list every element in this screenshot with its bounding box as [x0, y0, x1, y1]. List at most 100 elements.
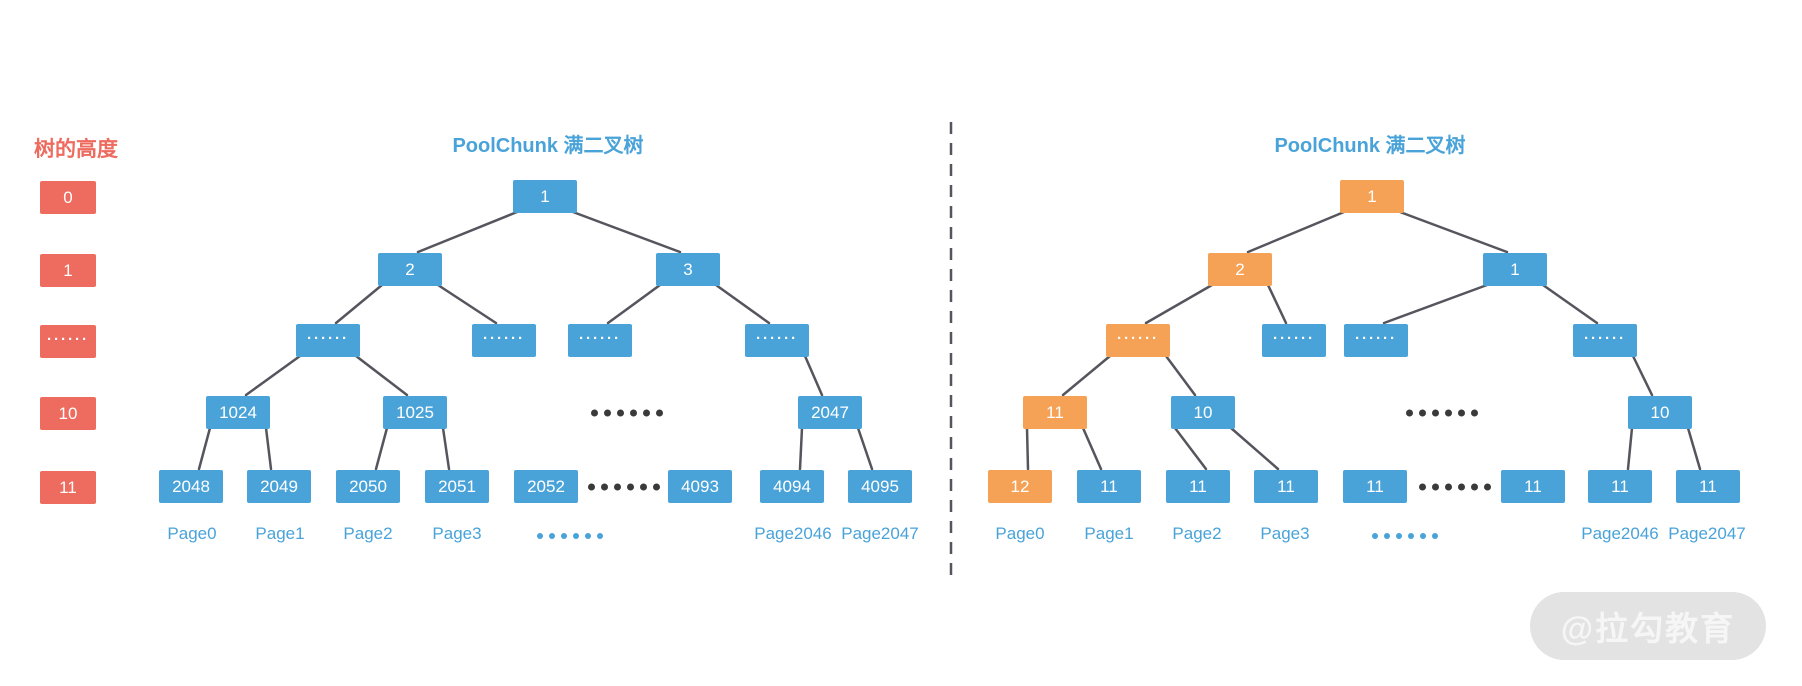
dot	[561, 533, 567, 539]
dot	[1384, 533, 1390, 539]
edge-b10r-c11g	[1686, 426, 1702, 471]
right-chunk-tree-ellipsis-dots-0	[1406, 409, 1478, 417]
edge-b1-b2	[1246, 210, 1346, 254]
right-chunk-tree-node-b1: 1	[1340, 180, 1404, 213]
edge-b3-bd4	[1541, 283, 1599, 325]
dot	[656, 409, 663, 417]
dot	[653, 483, 660, 491]
left-chunk-tree-edges	[197, 210, 874, 471]
tree-height-legend-title: 树的高度	[34, 138, 118, 161]
edge-bd4-b10r	[1631, 354, 1654, 397]
height-box-3: 10	[40, 397, 96, 430]
right-chunk-tree-node-b11: 11	[1023, 396, 1087, 429]
edge-ad1-a1024	[244, 354, 302, 397]
right-chunk-tree-node-c11c: 11	[1254, 470, 1318, 503]
dot	[1419, 483, 1426, 491]
dot	[1406, 409, 1413, 417]
dot	[640, 483, 647, 491]
right-chunk-tree-node-bd2: ······	[1262, 324, 1326, 357]
left-chunk-tree-node-a2047: 2047	[798, 396, 862, 429]
right-chunk-tree-node-b2: 2	[1208, 253, 1272, 286]
right-chunk-tree-node-c11f: 11	[1588, 470, 1652, 503]
edge-b10r-c11f	[1626, 426, 1634, 471]
dot	[588, 483, 595, 491]
left-chunk-tree-node-a2052: 2052	[514, 470, 578, 503]
edge-b2-bd1	[1144, 283, 1214, 325]
right-chunk-tree-node-bd3: ······	[1344, 324, 1408, 357]
left-chunk-tree-title: PoolChunk 满二叉树	[452, 135, 644, 157]
dot	[1419, 409, 1426, 417]
right-chunk-tree-node-b10: 10	[1171, 396, 1235, 429]
dot	[1372, 533, 1378, 539]
edge-a2047-a4095	[856, 426, 874, 471]
height-box-1: 1	[40, 254, 96, 287]
right-chunk-tree-node-bd1: ······	[1106, 324, 1170, 357]
edge-a1024-a2049	[264, 426, 273, 471]
right-chunk-tree-node-bd4: ······	[1573, 324, 1637, 357]
right-chunk-tree-ellipsis-dots-2	[1372, 533, 1438, 539]
dot	[573, 533, 579, 539]
watermark-badge: @拉勾教育	[1530, 592, 1766, 660]
edge-a2-ad1	[334, 283, 384, 325]
left-chunk-tree-ellipsis-dots-1	[588, 483, 660, 491]
left-chunk-tree-node-a2049: 2049	[247, 470, 311, 503]
edge-bd1-b10	[1164, 354, 1197, 397]
dot	[591, 409, 598, 417]
left-chunk-tree-node-a4094: 4094	[760, 470, 824, 503]
dot	[630, 409, 637, 417]
right-chunk-tree-node-b10r: 10	[1628, 396, 1692, 429]
left-chunk-tree-page-label-3: Page3	[432, 524, 482, 543]
dot	[1471, 483, 1478, 491]
edge-ad1-a1025	[354, 354, 409, 397]
right-chunk-tree-page-label-1: Page1	[1084, 524, 1134, 543]
left-chunk-tree-node-a4095: 4095	[848, 470, 912, 503]
left-chunk-tree-page-label-1: Page1	[255, 524, 305, 543]
right-chunk-tree-page-label-4: Page2046	[1581, 524, 1659, 543]
right-chunk-tree-node-c11d: 11	[1343, 470, 1407, 503]
dot	[617, 409, 624, 417]
right-chunk-tree-node-b3: 1	[1483, 253, 1547, 286]
edge-bd1-b11	[1061, 354, 1112, 397]
dot	[1445, 409, 1452, 417]
left-chunk-tree-ellipsis-dots-0	[591, 409, 663, 417]
edge-b2-bd2	[1266, 283, 1288, 325]
dot	[643, 409, 650, 417]
right-chunk-tree-node-c12: 12	[988, 470, 1052, 503]
height-box-4: 11	[40, 471, 96, 504]
edge-a1-a3	[571, 210, 682, 254]
left-chunk-tree-node-a1024: 1024	[206, 396, 270, 429]
dot	[1432, 533, 1438, 539]
edge-a1025-a2050	[374, 426, 389, 471]
height-box-2: ······	[40, 325, 96, 358]
edge-b10-c11b	[1173, 426, 1208, 471]
right-chunk-tree-ellipsis-dots-1	[1419, 483, 1491, 491]
left-chunk-tree-ellipsis-dots-2	[537, 533, 603, 539]
edge-a1025-a2051	[441, 426, 451, 471]
right-chunk-tree-node-c11e: 11	[1501, 470, 1565, 503]
dot	[601, 483, 608, 491]
right-chunk-tree-edges	[1025, 210, 1702, 471]
dot	[1432, 483, 1439, 491]
right-chunk-tree-page-label-2: Page2	[1172, 524, 1222, 543]
left-chunk-tree-page-label-5: Page2047	[841, 524, 919, 543]
edge-a1-a2	[416, 210, 519, 254]
edge-a2-ad2	[436, 283, 498, 325]
edge-b1-b3	[1398, 210, 1509, 254]
dot	[1432, 409, 1439, 417]
right-chunk-tree-node-c11g: 11	[1676, 470, 1740, 503]
left-chunk-tree-node-ad2: ······	[472, 324, 536, 357]
right-chunk-tree-page-label-3: Page3	[1260, 524, 1310, 543]
dot	[1471, 409, 1478, 417]
dot	[1445, 483, 1452, 491]
dot	[1458, 483, 1465, 491]
right-chunk-tree-title: PoolChunk 满二叉树	[1274, 135, 1466, 157]
left-chunk-tree-node-a1025: 1025	[383, 396, 447, 429]
edge-a3-ad3	[606, 283, 662, 325]
left-chunk-tree-node-ad4: ······	[745, 324, 809, 357]
dot	[537, 533, 543, 539]
left-chunk-tree-node-ad3: ······	[568, 324, 632, 357]
left-chunk-tree-node-a3: 3	[656, 253, 720, 286]
dot	[597, 533, 603, 539]
left-chunk-tree-node-ad1: ······	[296, 324, 360, 357]
